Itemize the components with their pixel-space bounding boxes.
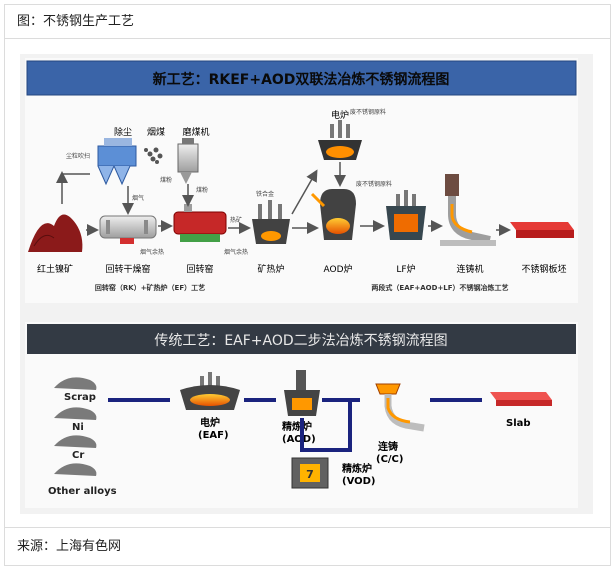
label-ore: 红土镍矿 [37,263,73,275]
vod-vessel-icon: 7 [292,458,328,488]
small-note-2: 烟气 [132,194,144,202]
bottom-title: 传统工艺：EAF+AOD二步法冶炼不锈钢流程图 [154,333,447,349]
label-dust: 除尘 [114,126,132,138]
label-aod: AOD炉 [323,263,352,275]
label-dryer: 回转干燥窑 [105,263,150,275]
label-aod-cn: 精炼炉 [282,420,312,433]
top-title: 新工艺：RKEF+AOD双联法冶炼不锈钢流程图 [153,71,450,88]
section-right-caption: 两段式（EAF+AOD+LF）不锈钢冶炼工艺 [371,283,508,292]
label-bottom-slab: Slab [506,418,531,429]
small-note-10: 废不锈钢原料 [356,180,392,188]
svg-text:7: 7 [306,468,314,481]
label-cc-cn: 连铸 [378,440,398,453]
process-figure: 新工艺：RKEF+AOD双联法冶炼不锈钢流程图 除尘 烟煤 磨煤机 红土镍矿 [20,54,593,514]
label-other-alloys: Other alloys [48,486,117,497]
label-submerged-furnace: 矿热炉 [257,263,284,275]
figure-source: 来源：上海有色网 [5,527,610,565]
small-note-6: 煤粉 [196,186,208,194]
small-note-4: 烟气余热 [140,248,164,256]
small-note-7: 烟气余热 [224,248,248,256]
small-note-5: 热矿 [230,216,242,224]
label-electric-furnace: 电炉 [331,109,349,121]
section-left-caption: 回转窑（RK）+矿热炉（EF）工艺 [95,283,205,292]
slab-icon [510,222,574,238]
label-coal: 烟煤 [147,126,165,138]
label-kiln: 回转窑 [186,263,213,275]
label-slab: 不锈钢板坯 [521,263,566,275]
process-diagram-svg: 新工艺：RKEF+AOD双联法冶炼不锈钢流程图 除尘 烟煤 磨煤机 红土镍矿 [20,54,593,514]
label-coal-mill: 磨煤机 [182,126,209,138]
label-lf: LF炉 [396,263,415,275]
label-cc-en: (C/C) [376,454,403,465]
label-scrap: Scrap [64,392,96,403]
label-eaf-cn: 电炉 [200,416,220,429]
label-aod-en: (AOD) [282,434,316,445]
label-ni: Ni [72,422,84,433]
label-eaf-en: (EAF) [198,430,229,441]
figure-caption: 图：不锈钢生产工艺 [5,5,610,39]
label-cr: Cr [72,450,84,461]
small-note-9: 废不锈钢原料 [350,108,386,116]
bottom-slab-icon [490,392,552,406]
small-note-8: 铁合金 [256,190,274,198]
small-note-1: 尘粒吹扫 [66,152,90,160]
label-vod-cn: 精炼炉 [342,462,372,475]
small-note-3: 煤粉 [160,176,172,184]
label-caster: 连铸机 [456,263,483,275]
label-vod-en: (VOD) [342,476,376,487]
